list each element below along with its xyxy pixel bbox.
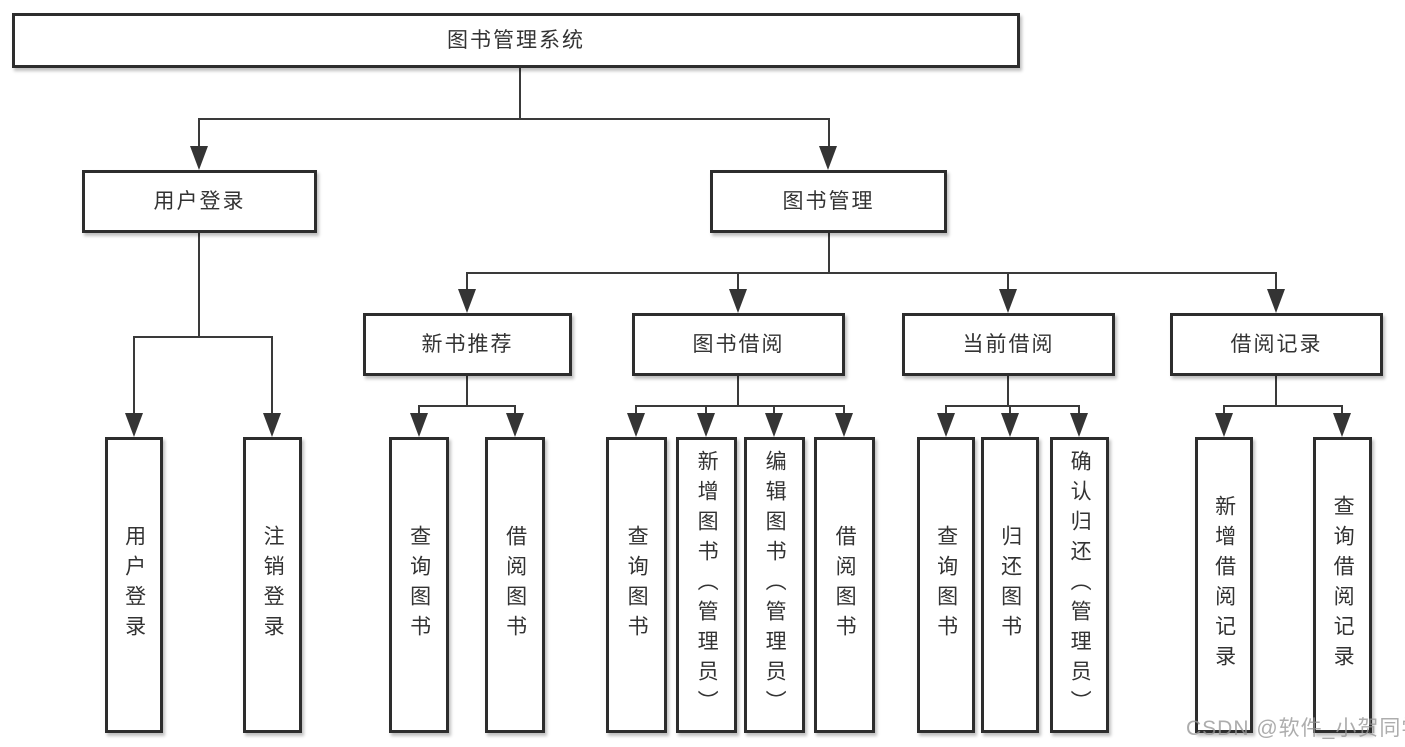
arrow-down-icon xyxy=(1333,413,1351,437)
node-borrowing-records: 借阅记录 xyxy=(1170,313,1383,376)
leaf-borrowing-borrow-books: 借阅图书 xyxy=(814,437,875,733)
node-book-borrowing: 图书借阅 xyxy=(632,313,845,376)
connector-hline xyxy=(133,336,273,338)
connector-vline xyxy=(737,272,739,289)
leaf-borrowing-query-books: 查询图书 xyxy=(606,437,667,733)
connector-vline xyxy=(1223,405,1225,413)
node-book-management: 图书管理 xyxy=(710,170,947,233)
arrow-down-icon xyxy=(1215,413,1233,437)
node-user-login: 用户登录 xyxy=(82,170,317,233)
arrow-down-icon xyxy=(697,413,715,437)
connector-hline xyxy=(466,272,1277,274)
arrow-down-icon xyxy=(819,146,837,170)
connector-vline xyxy=(418,405,420,413)
connector-vline xyxy=(1007,272,1009,289)
arrow-down-icon xyxy=(125,413,143,437)
connector-vline xyxy=(1078,405,1080,413)
connector-vline xyxy=(635,405,637,413)
arrow-down-icon xyxy=(937,413,955,437)
connector-vline xyxy=(271,336,273,413)
connector-vline xyxy=(828,118,830,146)
connector-vline xyxy=(737,376,739,405)
leaf-current-return-books: 归还图书 xyxy=(981,437,1039,733)
connector-vline xyxy=(514,405,516,413)
arrow-down-icon xyxy=(1070,413,1088,437)
connector-hline xyxy=(198,118,830,120)
connector-vline xyxy=(1009,405,1011,413)
connector-vline xyxy=(466,272,468,289)
leaf-logout: 注销登录 xyxy=(243,437,302,733)
arrow-down-icon xyxy=(458,289,476,313)
connector-vline xyxy=(1341,405,1343,413)
connector-vline xyxy=(705,405,707,413)
leaf-records-add-record: 新增借阅记录 xyxy=(1195,437,1253,733)
arrow-down-icon xyxy=(627,413,645,437)
arrow-down-icon xyxy=(729,289,747,313)
connector-hline xyxy=(945,405,1079,407)
connector-vline xyxy=(773,405,775,413)
arrow-down-icon xyxy=(190,146,208,170)
connector-vline xyxy=(466,376,468,405)
arrow-down-icon xyxy=(410,413,428,437)
arrow-down-icon xyxy=(506,413,524,437)
node-new-book-recommend: 新书推荐 xyxy=(363,313,572,376)
leaf-borrowing-edit-books-admin: 编辑图书（管理员） xyxy=(744,437,805,733)
connector-vline xyxy=(133,336,135,413)
leaf-borrowing-add-books-admin: 新增图书（管理员） xyxy=(676,437,737,733)
connector-vline xyxy=(1275,272,1277,289)
csdn-watermark: CSDN @软件_小贺同学 xyxy=(1186,717,1405,740)
arrow-down-icon xyxy=(765,413,783,437)
leaf-user-login: 用户登录 xyxy=(105,437,163,733)
leaf-current-confirm-return-admin: 确认归还（管理员） xyxy=(1050,437,1109,733)
connector-vline xyxy=(945,405,947,413)
connector-vline xyxy=(843,405,845,413)
connector-vline xyxy=(198,233,200,336)
node-current-borrowing: 当前借阅 xyxy=(902,313,1115,376)
connector-vline xyxy=(1007,376,1009,405)
leaf-recommend-query-books: 查询图书 xyxy=(389,437,449,733)
arrow-down-icon xyxy=(263,413,281,437)
connector-hline xyxy=(418,405,516,407)
leaf-current-query-books: 查询图书 xyxy=(917,437,975,733)
arrow-down-icon xyxy=(835,413,853,437)
connector-hline xyxy=(635,405,845,407)
connector-vline xyxy=(1275,376,1277,405)
arrow-down-icon xyxy=(1267,289,1285,313)
arrow-down-icon xyxy=(1001,413,1019,437)
connector-vline xyxy=(519,68,521,118)
leaf-records-query-record: 查询借阅记录 xyxy=(1313,437,1372,733)
connector-vline xyxy=(198,118,200,146)
node-library-system: 图书管理系统 xyxy=(12,13,1020,68)
connector-hline xyxy=(1223,405,1343,407)
arrow-down-icon xyxy=(999,289,1017,313)
leaf-recommend-borrow-books: 借阅图书 xyxy=(485,437,545,733)
connector-vline xyxy=(828,233,830,272)
